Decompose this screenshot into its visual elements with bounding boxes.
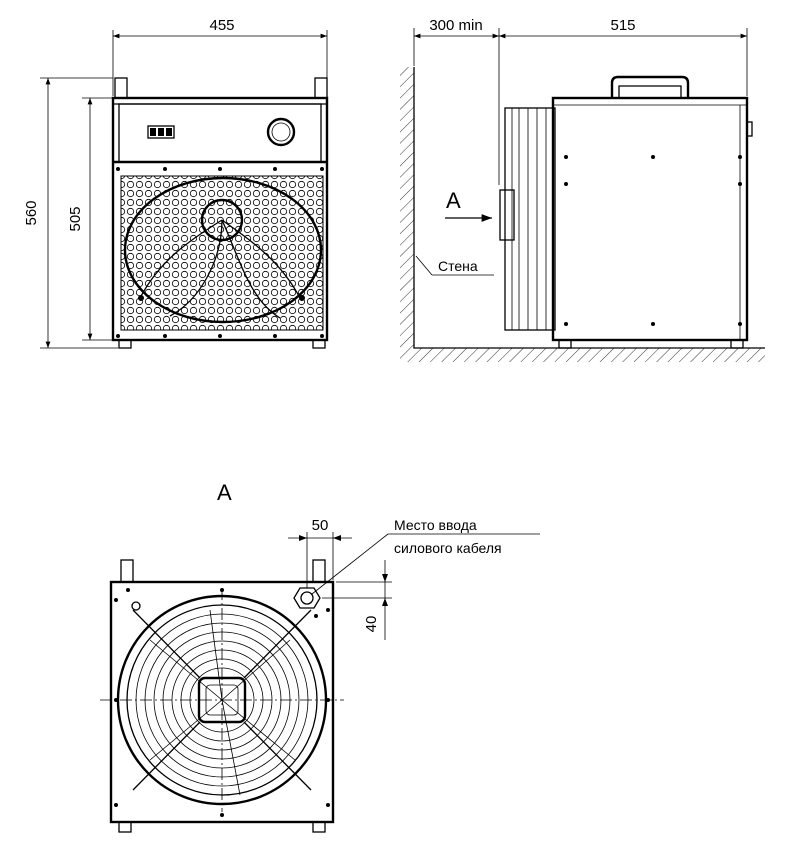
body-height-dimension-text: 505 bbox=[67, 206, 84, 231]
rear-view: A bbox=[100, 480, 540, 833]
fan-icon bbox=[123, 176, 323, 324]
wall-clearance-dimension-text: 300 min bbox=[429, 17, 482, 34]
dimension-width: 455 bbox=[112, 17, 328, 96]
cable-offset-y-dimension-text: 40 bbox=[363, 616, 380, 633]
front-left-foot bbox=[118, 339, 132, 349]
control-panel bbox=[118, 103, 322, 163]
dimension-cable-offset-y: 40 bbox=[322, 560, 392, 640]
rear-top-left-handle bbox=[120, 559, 134, 583]
side-carry-handle bbox=[610, 75, 690, 98]
dimension-depth: 515 bbox=[499, 17, 748, 96]
wall-label: Стена bbox=[438, 258, 478, 274]
switch-icon bbox=[147, 125, 175, 139]
side-view-arrow-letter: A bbox=[446, 188, 461, 213]
rear-right-foot bbox=[312, 821, 326, 833]
cable-entry-label-line2: силового кабеля bbox=[394, 540, 502, 556]
dimension-wall-clearance: 300 min bbox=[413, 17, 500, 185]
knob-icon bbox=[266, 117, 296, 147]
side-view: A Стена 300 min 515 bbox=[400, 17, 765, 362]
dimension-total-height: 560 bbox=[23, 77, 118, 349]
side-body bbox=[551, 96, 749, 342]
rear-view-title: A bbox=[217, 480, 232, 505]
front-right-foot bbox=[312, 339, 326, 349]
front-body bbox=[111, 96, 329, 342]
rear-body bbox=[109, 580, 335, 824]
side-knob bbox=[746, 121, 753, 137]
front-top-right-handle bbox=[314, 77, 328, 99]
side-bolts bbox=[564, 155, 742, 326]
front-bolts bbox=[116, 167, 324, 338]
rear-bolts bbox=[114, 588, 330, 817]
cable-entry-label-line1: Место ввода bbox=[394, 517, 477, 533]
dimension-cable-offset-x: 50 bbox=[288, 517, 352, 588]
front-top-left-handle bbox=[114, 77, 128, 99]
cable-offset-x-dimension-text: 50 bbox=[312, 517, 329, 534]
side-fan-guard bbox=[499, 107, 556, 331]
cable-gland-icon bbox=[293, 587, 321, 609]
rear-left-foot bbox=[118, 821, 132, 833]
depth-dimension-text: 515 bbox=[610, 17, 635, 34]
width-dimension-text: 455 bbox=[209, 17, 234, 34]
total-height-dimension-text: 560 bbox=[23, 200, 40, 225]
wall-outline bbox=[413, 67, 765, 349]
rear-top-right-handle bbox=[312, 559, 326, 583]
wall-hatch bbox=[400, 67, 765, 362]
front-view: 455 560 505 bbox=[23, 17, 329, 349]
side-right-foot bbox=[730, 339, 744, 349]
side-left-foot bbox=[558, 339, 572, 349]
dimension-body-height: 505 bbox=[67, 97, 112, 341]
